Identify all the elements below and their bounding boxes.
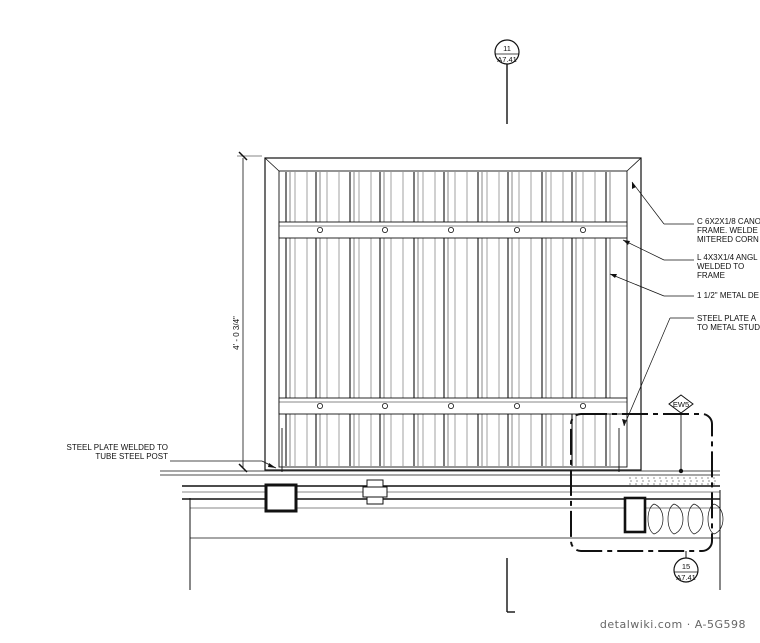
rail-bolts bbox=[316, 226, 587, 409]
svg-text:1 1/2" METAL DE: 1 1/2" METAL DE bbox=[697, 291, 759, 300]
svg-text:L 4X3X1/4 ANGL: L 4X3X1/4 ANGL bbox=[697, 253, 758, 262]
note-channel-frame: C 6X2X1/8 CANO FRAME. WELDE MITERED CORN bbox=[697, 217, 760, 244]
metal-deck-ribs bbox=[285, 172, 611, 466]
height-dimension: 4' - 0 3/4" bbox=[232, 151, 262, 473]
svg-text:MITERED CORN: MITERED CORN bbox=[697, 235, 759, 244]
section-callout-top: 11 A7.41 bbox=[494, 39, 520, 124]
note-steel-plate: STEEL PLATE A TO METAL STUD bbox=[697, 314, 760, 332]
watermark: detalwiki.com · A-5G598 bbox=[600, 618, 746, 631]
batt-insulation bbox=[647, 503, 724, 535]
note-angle: L 4X3X1/4 ANGL WELDED TO FRAME bbox=[697, 253, 758, 280]
section-callout-bottom: 15 A7.41 bbox=[673, 551, 699, 583]
leader-lines bbox=[170, 181, 694, 469]
canopy-frame bbox=[264, 157, 642, 471]
angle-rails bbox=[278, 221, 628, 415]
svg-text:C 6X2X1/8 CANO: C 6X2X1/8 CANO bbox=[697, 217, 760, 226]
svg-text:TUBE STEEL POST: TUBE STEEL POST bbox=[95, 452, 168, 461]
callout-bottom-sheet: A7.41 bbox=[676, 573, 696, 582]
callout-top-sheet: A7.41 bbox=[497, 55, 517, 64]
ew5-detail-boundary: EW5 bbox=[570, 394, 713, 552]
note-left: STEEL PLATE WELDED TO TUBE STEEL POST bbox=[66, 443, 168, 461]
tube-steel-post bbox=[264, 483, 298, 513]
ew5-tag: EW5 bbox=[673, 400, 689, 409]
svg-text:TO METAL STUD: TO METAL STUD bbox=[697, 323, 760, 332]
note-metal-deck: 1 1/2" METAL DE bbox=[697, 291, 759, 300]
svg-text:STEEL PLATE A: STEEL PLATE A bbox=[697, 314, 757, 323]
svg-text:WELDED TO: WELDED TO bbox=[697, 262, 744, 271]
metal-stud bbox=[623, 496, 647, 534]
callout-top-number: 11 bbox=[503, 44, 511, 53]
svg-text:STEEL PLATE WELDED TO: STEEL PLATE WELDED TO bbox=[66, 443, 168, 452]
insulation-dots bbox=[629, 477, 716, 485]
svg-text:FRAME: FRAME bbox=[697, 271, 725, 280]
callout-bottom-number: 15 bbox=[682, 562, 690, 571]
svg-text:FRAME. WELDE: FRAME. WELDE bbox=[697, 226, 758, 235]
leader-arrows bbox=[268, 182, 636, 468]
mid-connector bbox=[362, 479, 388, 505]
dimension-text: 4' - 0 3/4" bbox=[232, 316, 241, 350]
